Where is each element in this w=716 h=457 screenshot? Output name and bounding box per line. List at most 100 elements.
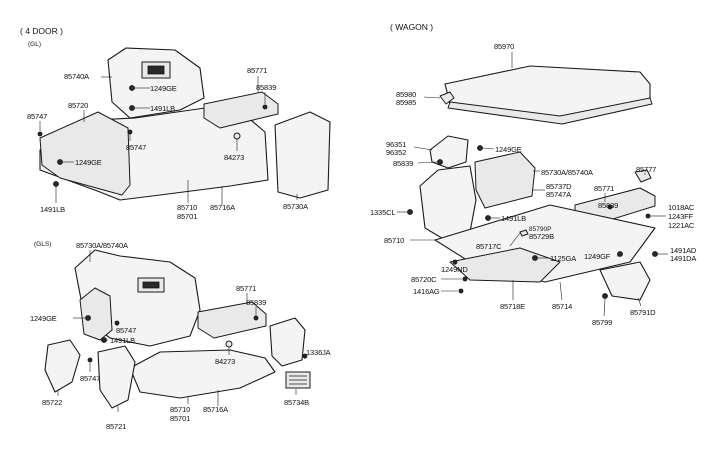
label-84273-a: 84273 — [224, 153, 244, 162]
label-1249GE-d: 1249GE — [495, 145, 522, 154]
label-85720C: 85720C — [411, 275, 437, 284]
label-85747A: 85747A — [546, 190, 571, 199]
clip-1249GE-d-icon — [477, 145, 483, 151]
cargo-cover-roller — [447, 97, 653, 125]
label-1125GA: 1125GA — [550, 254, 576, 263]
label-85980: 85980 — [396, 90, 416, 99]
under-panel-85718E — [449, 247, 561, 283]
clip-1249GE-icon — [129, 85, 135, 91]
label-85714: 85714 — [552, 302, 572, 311]
clip-85747-icon — [37, 131, 43, 137]
label-85747-a: 85747 — [27, 112, 47, 121]
clip-1491AD-icon — [652, 251, 658, 257]
label-85740A: 85740A — [64, 72, 89, 81]
clip-85747-b-icon — [127, 129, 133, 135]
right-cover-85730A-gl — [274, 111, 331, 199]
label-85710-c: 85710 — [384, 236, 404, 245]
gls-assembly — [44, 249, 311, 409]
wheelhouse-liner — [79, 287, 113, 341]
gl-leader-lines — [39, 76, 298, 205]
clip-85839-icon — [262, 104, 268, 110]
label-1249GE-b: 1249GE — [75, 158, 102, 167]
label-85970: 85970 — [494, 42, 514, 51]
clip-1249GE-b-icon — [57, 159, 63, 165]
label-1491AD: 1491AD — [670, 246, 697, 255]
clip-1491LB-d-icon — [485, 215, 491, 221]
label-1249ND: 1249ND — [441, 265, 468, 274]
label-85771-c: 85771 — [594, 184, 614, 193]
clip-85839-b-icon — [253, 315, 259, 321]
clip-1416AG-icon — [458, 288, 464, 294]
clip-85839-c-icon — [437, 159, 443, 165]
bracket-85791D — [599, 261, 651, 301]
label-85839-c: 85839 — [393, 159, 413, 168]
clip-85747-d-icon — [87, 357, 93, 363]
label-85839-d: 85839 — [598, 201, 618, 210]
clip-1491LB-b-icon — [53, 181, 59, 187]
label-85729B: 85729B — [529, 232, 554, 241]
label-1335CL: 1335CL — [370, 208, 395, 217]
trunk-floor-mat-gls — [129, 349, 276, 399]
clip-1249GE-c-icon — [85, 315, 91, 321]
clip-85747-c-icon — [114, 320, 120, 326]
side-trim-85737D — [474, 151, 536, 209]
label-85721: 85721 — [106, 422, 126, 431]
label-85839-b: 85839 — [246, 298, 266, 307]
clip-1336JA-icon — [302, 353, 308, 359]
side-trim-panel-85720 — [39, 111, 131, 196]
label-1491LB-a: 1491LB — [150, 104, 175, 113]
label-85720: 85720 — [68, 101, 88, 110]
side-panel-85722 — [44, 339, 81, 393]
clip-1249GF-icon — [617, 251, 623, 257]
label-85747-d: 85747 — [80, 374, 100, 383]
label-85722: 85722 — [42, 398, 62, 407]
label-1249GE-a: 1249GE — [150, 84, 177, 93]
side-panel-85721 — [97, 345, 136, 409]
label-85791D: 85791D — [630, 308, 656, 317]
label-85737D: 85737D — [546, 182, 572, 191]
label-1336JA: 1336JA — [306, 348, 331, 357]
label-84273-b: 84273 — [215, 357, 235, 366]
label-1018AC: 1018AC — [668, 203, 695, 212]
clip-85729B-icon — [519, 229, 529, 237]
label-1491LB-d: 1491LB — [501, 214, 526, 223]
label-1249GE-c: 1249GE — [30, 314, 57, 323]
label-85717C: 85717C — [476, 242, 502, 251]
title-gls: (GLS) — [34, 241, 51, 248]
label-1221AC: 1221AC — [668, 221, 695, 230]
clip-85720C-icon — [462, 276, 468, 282]
label-1416AG: 1416AG — [413, 287, 440, 296]
clip-1491LB-c-icon — [101, 337, 107, 343]
handle-slot-gls-icon — [142, 281, 160, 289]
gls-leader-lines — [57, 250, 306, 412]
vent-slats-icon — [289, 375, 307, 385]
box-96351 — [429, 135, 469, 169]
clip-1335CL-icon — [407, 209, 413, 215]
clip-1125GA-icon — [532, 255, 538, 261]
left-trim-wagon — [419, 165, 477, 241]
label-85771-a: 85771 — [247, 66, 267, 75]
label-85985: 85985 — [396, 98, 416, 107]
bolt-85799-icon — [602, 293, 608, 299]
label-85734B: 85734B — [284, 398, 309, 407]
shelf-trim-85771-gl — [203, 91, 279, 129]
wagon-leader-lines — [397, 52, 668, 317]
label-85701-b: 85701 — [170, 414, 190, 423]
title-4-door: ( 4 DOOR ) — [20, 26, 63, 36]
back-trim-85740A — [107, 47, 205, 119]
gl-assembly — [37, 47, 331, 201]
title-gl: (GL) — [28, 41, 41, 48]
label-96352: 96352 — [386, 148, 406, 157]
handle-slot-icon — [147, 65, 165, 75]
label-85799: 85799 — [592, 318, 612, 327]
label-85747-b: 85747 — [126, 143, 146, 152]
label-85716A-a: 85716A — [210, 203, 235, 212]
grommet-84273-icon — [233, 132, 241, 140]
clip-1018AC-icon — [645, 213, 651, 219]
label-1491LB-b: 1491LB — [40, 205, 65, 214]
label-85730A-a: 85730A — [283, 202, 308, 211]
title-wagon: ( WAGON ) — [390, 22, 433, 32]
label-85701-a: 85701 — [177, 212, 197, 221]
label-85777: 85777 — [636, 165, 656, 174]
